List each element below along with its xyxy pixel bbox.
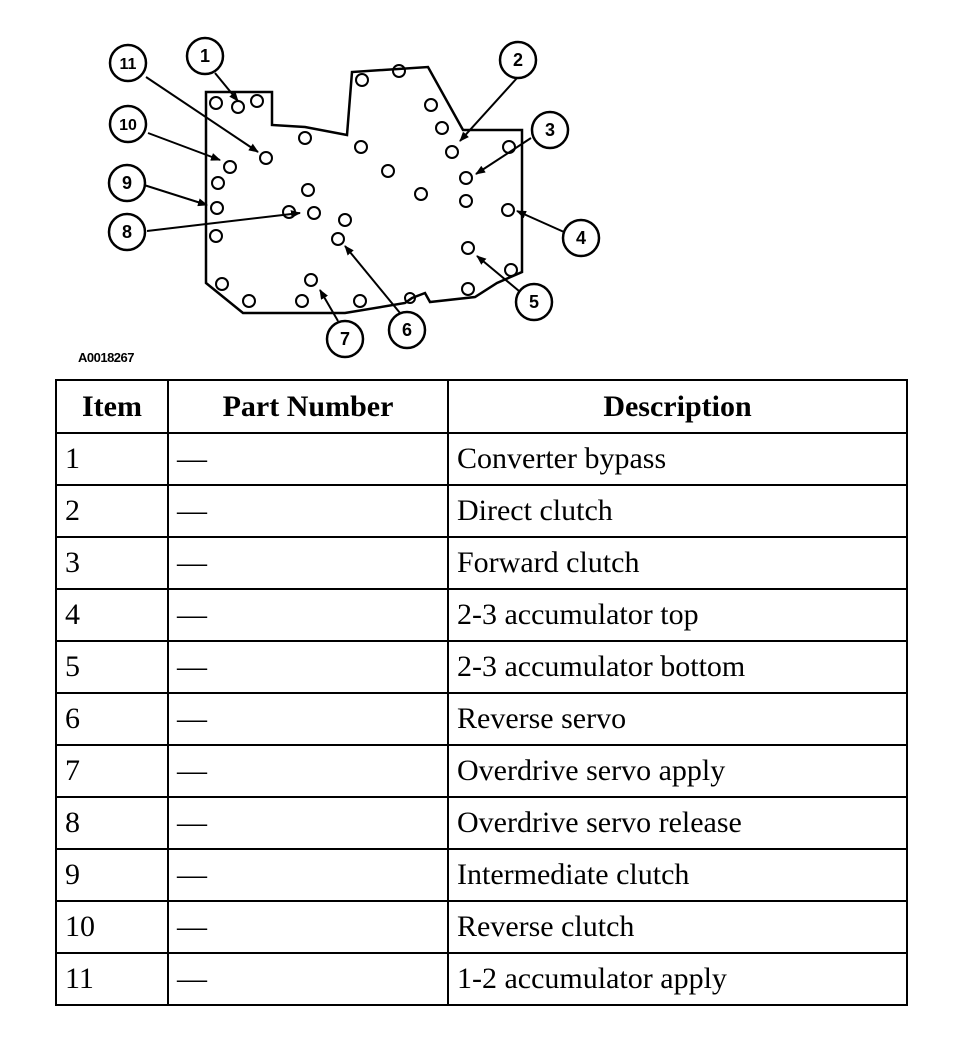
header-item: Item xyxy=(55,379,169,434)
callout-7: 7 xyxy=(325,319,365,359)
description-cell: Forward clutch xyxy=(447,536,908,590)
svg-text:2: 2 xyxy=(513,50,523,70)
svg-text:7: 7 xyxy=(340,329,350,349)
svg-text:6: 6 xyxy=(402,320,412,340)
svg-text:4: 4 xyxy=(576,228,586,248)
item-cell: 9 xyxy=(55,848,169,902)
table-row: 6—Reverse servo xyxy=(55,692,908,746)
table-row: 7—Overdrive servo apply xyxy=(55,744,908,798)
part-number-cell: — xyxy=(167,952,449,1006)
callout-2: 2 xyxy=(498,40,538,80)
callout-11: 11 xyxy=(108,43,148,83)
callout-4: 4 xyxy=(561,218,601,258)
gasket-holes xyxy=(209,64,518,308)
table-row: 2—Direct clutch xyxy=(55,484,908,538)
item-cell: 1 xyxy=(55,432,169,486)
item-cell: 4 xyxy=(55,588,169,642)
table-row: 3—Forward clutch xyxy=(55,536,908,590)
item-cell: 11 xyxy=(55,952,169,1006)
item-cell: 6 xyxy=(55,692,169,746)
item-cell: 7 xyxy=(55,744,169,798)
table-row: 11—1-2 accumulator apply xyxy=(55,952,908,1006)
valve-body-gasket-diagram: 1 2 3 4 5 6 7 8 9 10 11 xyxy=(107,36,601,359)
description-cell: Reverse clutch xyxy=(447,900,908,954)
svg-text:11: 11 xyxy=(120,56,137,73)
description-cell: Overdrive servo release xyxy=(447,796,908,850)
part-number-cell: — xyxy=(167,692,449,746)
parts-table: Item Part Number Description 1—Converter… xyxy=(55,379,908,1006)
svg-text:9: 9 xyxy=(122,173,132,193)
gasket-outline xyxy=(204,65,524,315)
callout-3: 3 xyxy=(530,110,570,150)
svg-text:10: 10 xyxy=(119,117,137,134)
description-cell: 2-3 accumulator top xyxy=(447,588,908,642)
part-number-cell: — xyxy=(167,432,449,486)
callout-8: 8 xyxy=(107,212,147,252)
part-number-cell: — xyxy=(167,588,449,642)
svg-text:3: 3 xyxy=(545,120,555,140)
description-cell: 2-3 accumulator bottom xyxy=(447,640,908,694)
table-row: 4—2-3 accumulator top xyxy=(55,588,908,642)
description-cell: Reverse servo xyxy=(447,692,908,746)
table-row: 8—Overdrive servo release xyxy=(55,796,908,850)
callout-arrows xyxy=(143,72,565,322)
part-number-cell: — xyxy=(167,536,449,590)
table-header-row: Item Part Number Description xyxy=(55,379,908,434)
callout-9: 9 xyxy=(107,163,147,203)
svg-text:1: 1 xyxy=(200,46,210,66)
item-cell: 2 xyxy=(55,484,169,538)
item-cell: 5 xyxy=(55,640,169,694)
header-description: Description xyxy=(447,379,908,434)
description-cell: Direct clutch xyxy=(447,484,908,538)
item-cell: 10 xyxy=(55,900,169,954)
callout-6: 6 xyxy=(387,310,427,350)
callout-10: 10 xyxy=(108,104,148,144)
description-cell: Intermediate clutch xyxy=(447,848,908,902)
header-part-number: Part Number xyxy=(167,379,449,434)
part-number-cell: — xyxy=(167,796,449,850)
callout-5: 5 xyxy=(514,282,554,322)
item-cell: 8 xyxy=(55,796,169,850)
svg-text:8: 8 xyxy=(122,222,132,242)
part-number-cell: — xyxy=(167,744,449,798)
part-number-cell: — xyxy=(167,848,449,902)
description-cell: Converter bypass xyxy=(447,432,908,486)
callout-1: 1 xyxy=(185,36,225,76)
part-number-cell: — xyxy=(167,640,449,694)
table-row: 1—Converter bypass xyxy=(55,432,908,486)
part-number-cell: — xyxy=(167,484,449,538)
description-cell: 1-2 accumulator apply xyxy=(447,952,908,1006)
part-number-cell: — xyxy=(167,900,449,954)
table-row: 10—Reverse clutch xyxy=(55,900,908,954)
svg-text:5: 5 xyxy=(529,292,539,312)
table-row: 9—Intermediate clutch xyxy=(55,848,908,902)
figure-id-label: A0018267 xyxy=(78,350,135,365)
description-cell: Overdrive servo apply xyxy=(447,744,908,798)
item-cell: 3 xyxy=(55,536,169,590)
table-row: 5—2-3 accumulator bottom xyxy=(55,640,908,694)
